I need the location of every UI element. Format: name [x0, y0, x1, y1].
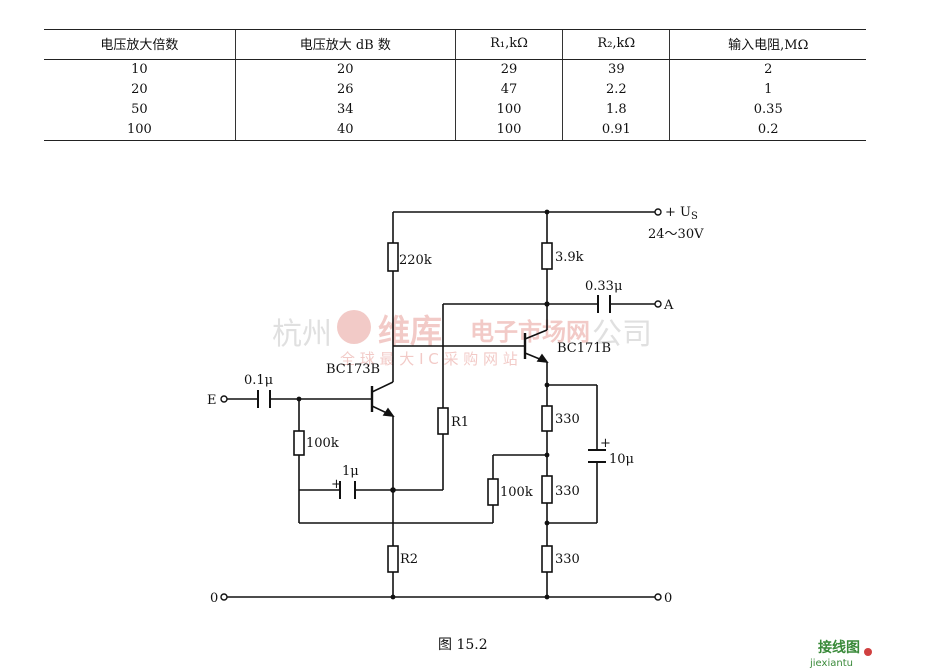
label-1u-plus: +	[331, 477, 342, 492]
label-ground-right: 0	[664, 591, 672, 606]
capacitor-0-1u	[257, 390, 271, 408]
capacitor-10u	[588, 449, 606, 463]
table-cell: 100	[44, 120, 236, 141]
label-330-bottom: 330	[555, 552, 580, 567]
resistors	[293, 242, 553, 573]
label-3-9k: 3.9k	[555, 250, 584, 265]
table-cell: 29	[454, 59, 563, 80]
table-cell: 50	[131, 102, 148, 117]
corner-watermark: 接线图 jiexiantu	[809, 639, 872, 669]
terminal-ground-right	[654, 593, 662, 601]
corner-watermark-url: jiexiantu	[809, 658, 853, 669]
capacitors	[257, 295, 611, 499]
label-330-mid: 330	[555, 484, 580, 499]
table-cell: 1.8	[562, 100, 670, 120]
label-ground-left: 0	[210, 591, 218, 606]
terminal-supply	[654, 208, 662, 216]
watermark: 杭州 公司 维库 电子市场网 全 球 最 大 I C 采 购 网 站	[272, 310, 652, 368]
label-100k-mid: 100k	[500, 485, 533, 500]
label-input-e: E	[207, 393, 217, 408]
resistor-r2	[387, 545, 399, 573]
table-cell: 47	[454, 80, 563, 100]
header-r2: R₂,kΩ	[562, 29, 670, 60]
table-cell: 2	[669, 59, 866, 80]
supply-label: + US	[665, 205, 698, 222]
label-0-1u: 0.1μ	[244, 373, 273, 388]
watermark-company-tail: 公司	[592, 317, 652, 352]
gain-table: 电压放大倍数 电压放大 dB 数 R₁,kΩ R₂,kΩ 输入电阻,MΩ 10 …	[44, 29, 866, 141]
table-row: 10 20 29 39 2	[44, 59, 866, 80]
label-10u-plus: +	[600, 436, 611, 451]
supply-range-label: 24～30V	[648, 227, 704, 242]
transistor-t2	[523, 329, 549, 363]
header-voltage-gain: 电压放大倍数	[44, 29, 236, 60]
figure-caption: 图 15.2	[438, 637, 488, 653]
resistor-220k	[387, 242, 399, 272]
table-cell: 39	[562, 59, 670, 80]
label-10u: 10μ	[609, 452, 634, 467]
watermark-slogan: 全 球 最 大 I C 采 购 网 站	[340, 350, 518, 368]
transistor-t1	[370, 381, 395, 417]
label-r1: R1	[451, 415, 469, 430]
table-header-row: 电压放大倍数 电压放大 dB 数 R₁,kΩ R₂,kΩ 输入电阻,MΩ	[44, 29, 866, 60]
junction-dots	[296, 209, 550, 600]
watermark-brand: 维库	[378, 312, 442, 350]
resistor-100k-mid	[487, 478, 499, 506]
watermark-site: 电子市场网	[470, 318, 590, 346]
resistor-330-mid	[541, 475, 553, 504]
table-cell: 10	[131, 62, 148, 77]
label-bc173b: BC173B	[326, 362, 380, 377]
header-input-resistance: 输入电阻,MΩ	[669, 29, 866, 60]
label-330-top: 330	[555, 412, 580, 427]
component-labels: + US 24～30V 220k 3.9k 0.33μ A BC171B BC1…	[207, 205, 704, 606]
table-cell: 1	[669, 80, 866, 100]
table-cell: 0.2	[669, 120, 866, 141]
label-bc171b: BC171B	[557, 341, 611, 356]
resistor-r1	[437, 407, 449, 435]
circuit-wires	[227, 211, 655, 598]
table-cell: 100	[454, 100, 563, 120]
header-r1: R₁,kΩ	[454, 29, 563, 60]
label-output-a: A	[663, 298, 674, 313]
table-row: 100 40 100 0.91 0.2	[44, 120, 866, 141]
table-cell: 34	[234, 100, 456, 120]
table-cell: 20	[131, 82, 148, 97]
terminals	[220, 208, 662, 601]
corner-dot-icon	[864, 648, 872, 656]
table-cell: 2.2	[562, 80, 670, 100]
capacitor-0-33u	[597, 295, 611, 313]
label-0-33u: 0.33μ	[585, 279, 622, 294]
data-table-wrapper: 电压放大倍数 电压放大 dB 数 R₁,kΩ R₂,kΩ 输入电阻,MΩ 10 …	[44, 29, 866, 141]
header-gain-db: 电压放大 dB 数	[234, 29, 456, 60]
resistor-330-bottom	[541, 545, 553, 573]
corner-watermark-text: 接线图	[818, 639, 860, 656]
resistor-100k-left	[293, 430, 305, 456]
terminal-input-e	[220, 395, 228, 403]
watermark-company: 杭州	[272, 317, 332, 352]
table-cell: 0.91	[562, 120, 670, 141]
terminal-ground-left	[220, 593, 228, 601]
terminal-output-a	[654, 300, 662, 308]
table-cell: 26	[234, 80, 456, 100]
resistor-3-9k	[541, 242, 553, 270]
table-row: 20 26 47 2.2 1	[44, 80, 866, 100]
label-220k: 220k	[399, 253, 432, 268]
resistor-330-top	[541, 405, 553, 432]
table-cell: 40	[234, 120, 456, 141]
capacitor-1u	[339, 481, 356, 499]
table-cell: 20	[234, 59, 456, 80]
label-1u: 1μ	[342, 464, 359, 479]
table-cell: 100	[454, 120, 563, 141]
label-100k-left: 100k	[306, 436, 339, 451]
table-row: 50 34 100 1.8 0.35	[44, 100, 866, 120]
label-r2: R2	[400, 552, 418, 567]
watermark-logo-icon	[337, 310, 371, 344]
table-cell: 0.35	[669, 100, 866, 120]
